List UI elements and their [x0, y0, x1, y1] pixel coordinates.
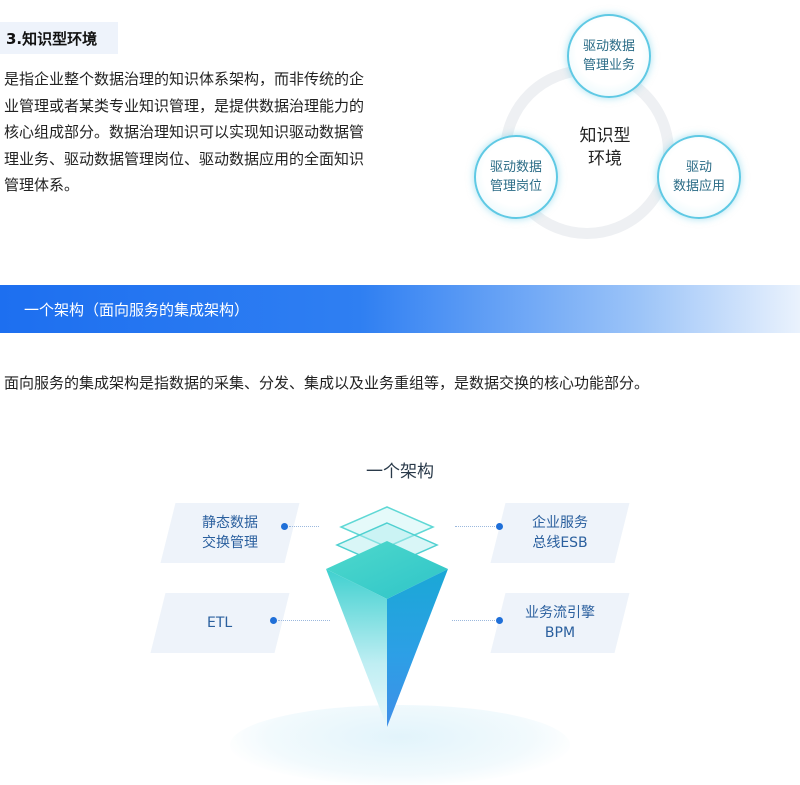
- node-line-2: 数据应用: [672, 179, 725, 194]
- center-line-2: 环境: [588, 149, 622, 169]
- center-line-1: 知识型: [579, 126, 631, 146]
- node-line-2: 管理岗位: [489, 179, 542, 194]
- card-business-process-engine: 业务流引擎 BPM: [490, 593, 630, 653]
- connector-dot: [270, 617, 277, 624]
- card-enterprise-service-bus: 企业服务 总线ESB: [490, 503, 630, 563]
- pyramid-top-face: [326, 541, 448, 599]
- section-title: 3.知识型环境: [0, 22, 118, 54]
- architecture-description: 面向服务的集成架构是指数据的采集、分发、集成以及业务重组等，是数据交换的核心功能…: [4, 374, 650, 392]
- intro-paragraph: 是指企业整个数据治理的知识体系架构，而非传统的企业管理或者某类专业知识管理，是提…: [4, 70, 365, 194]
- card-line-2: 交换管理: [202, 535, 258, 551]
- connector-line: [289, 526, 319, 527]
- card-line-1: ETL: [207, 615, 233, 631]
- pyramid-left-face: [326, 569, 387, 727]
- card-line-1: 业务流引擎: [525, 605, 595, 621]
- connector-dot: [496, 617, 503, 624]
- card-etl: ETL: [150, 593, 290, 653]
- connector-line: [455, 526, 495, 527]
- connector-line: [452, 620, 495, 621]
- architecture-title: 一个架构: [366, 462, 434, 482]
- card-static-data-exchange: 静态数据 交换管理: [160, 503, 300, 563]
- connector-dot: [496, 523, 503, 530]
- node-line-1: 驱动数据: [582, 39, 635, 54]
- node-drive-position: 驱动数据 管理岗位: [474, 135, 558, 219]
- diagram-center-label: 知识型 环境: [545, 125, 665, 171]
- banner-title: 一个架构（面向服务的集成架构）: [24, 300, 250, 319]
- node-line-2: 管理业务: [582, 58, 635, 73]
- node-drive-business: 驱动数据 管理业务: [567, 14, 651, 98]
- card-line-1: 静态数据: [202, 515, 258, 531]
- connector-line: [278, 620, 330, 621]
- card-line-2: BPM: [544, 625, 576, 641]
- node-line-1: 驱动数据: [489, 160, 542, 175]
- connector-dot: [281, 523, 288, 530]
- pyramid-graphic: [326, 506, 448, 727]
- node-line-1: 驱动: [685, 160, 712, 175]
- card-line-2: 总线ESB: [532, 535, 588, 551]
- card-line-1: 企业服务: [532, 515, 588, 531]
- section-banner: 一个架构（面向服务的集成架构）: [0, 285, 800, 333]
- node-drive-application: 驱动 数据应用: [657, 135, 741, 219]
- pyramid-right-face: [387, 569, 448, 727]
